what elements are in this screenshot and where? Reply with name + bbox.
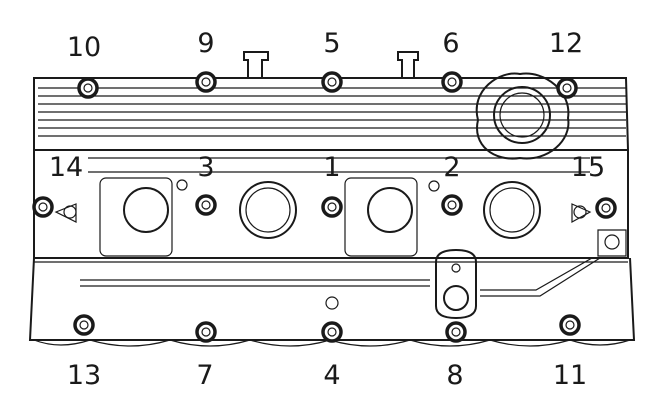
label-bolt-11: 11 xyxy=(553,360,587,391)
cooling-ribs xyxy=(38,87,626,137)
label-bolt-3: 3 xyxy=(197,152,214,183)
bolt-8 xyxy=(445,321,467,343)
bolt-9 xyxy=(195,71,217,93)
label-bolt-7: 7 xyxy=(196,360,213,391)
oil-filler-cap xyxy=(475,72,570,160)
bolt-4 xyxy=(321,321,343,343)
spark-plug-wells xyxy=(99,177,541,257)
bolt-10 xyxy=(77,77,99,99)
label-bolt-4: 4 xyxy=(323,360,340,391)
lower-boss xyxy=(325,248,601,320)
bolt-6 xyxy=(441,71,463,93)
label-bolt-12: 12 xyxy=(549,28,583,59)
label-bolt-6: 6 xyxy=(442,28,459,59)
bolt-13 xyxy=(73,314,95,336)
label-bolt-14: 14 xyxy=(49,152,83,183)
bolt-5 xyxy=(321,71,343,93)
label-bolt-1: 1 xyxy=(323,152,340,183)
bolt-3 xyxy=(195,194,217,216)
bolt-labels: 10 9 5 6 12 14 3 1 2 15 13 7 4 8 11 xyxy=(49,28,605,391)
label-bolt-15: 15 xyxy=(571,152,605,183)
label-bolt-8: 8 xyxy=(446,360,463,391)
bolt-11 xyxy=(559,314,581,336)
bolt-14 xyxy=(32,196,54,218)
bolt-2 xyxy=(441,194,463,216)
label-bolt-13: 13 xyxy=(67,360,101,391)
valve-cover-body xyxy=(28,51,636,347)
bolt-7 xyxy=(195,321,217,343)
label-bolt-2: 2 xyxy=(443,152,460,183)
bolt-1 xyxy=(321,196,343,218)
bolts xyxy=(32,71,617,343)
side-brackets xyxy=(54,203,627,257)
bolt-12 xyxy=(556,77,578,99)
label-bolt-5: 5 xyxy=(323,28,340,59)
bolt-15 xyxy=(595,197,617,219)
label-bolt-10: 10 xyxy=(67,32,101,63)
label-bolt-9: 9 xyxy=(197,28,214,59)
